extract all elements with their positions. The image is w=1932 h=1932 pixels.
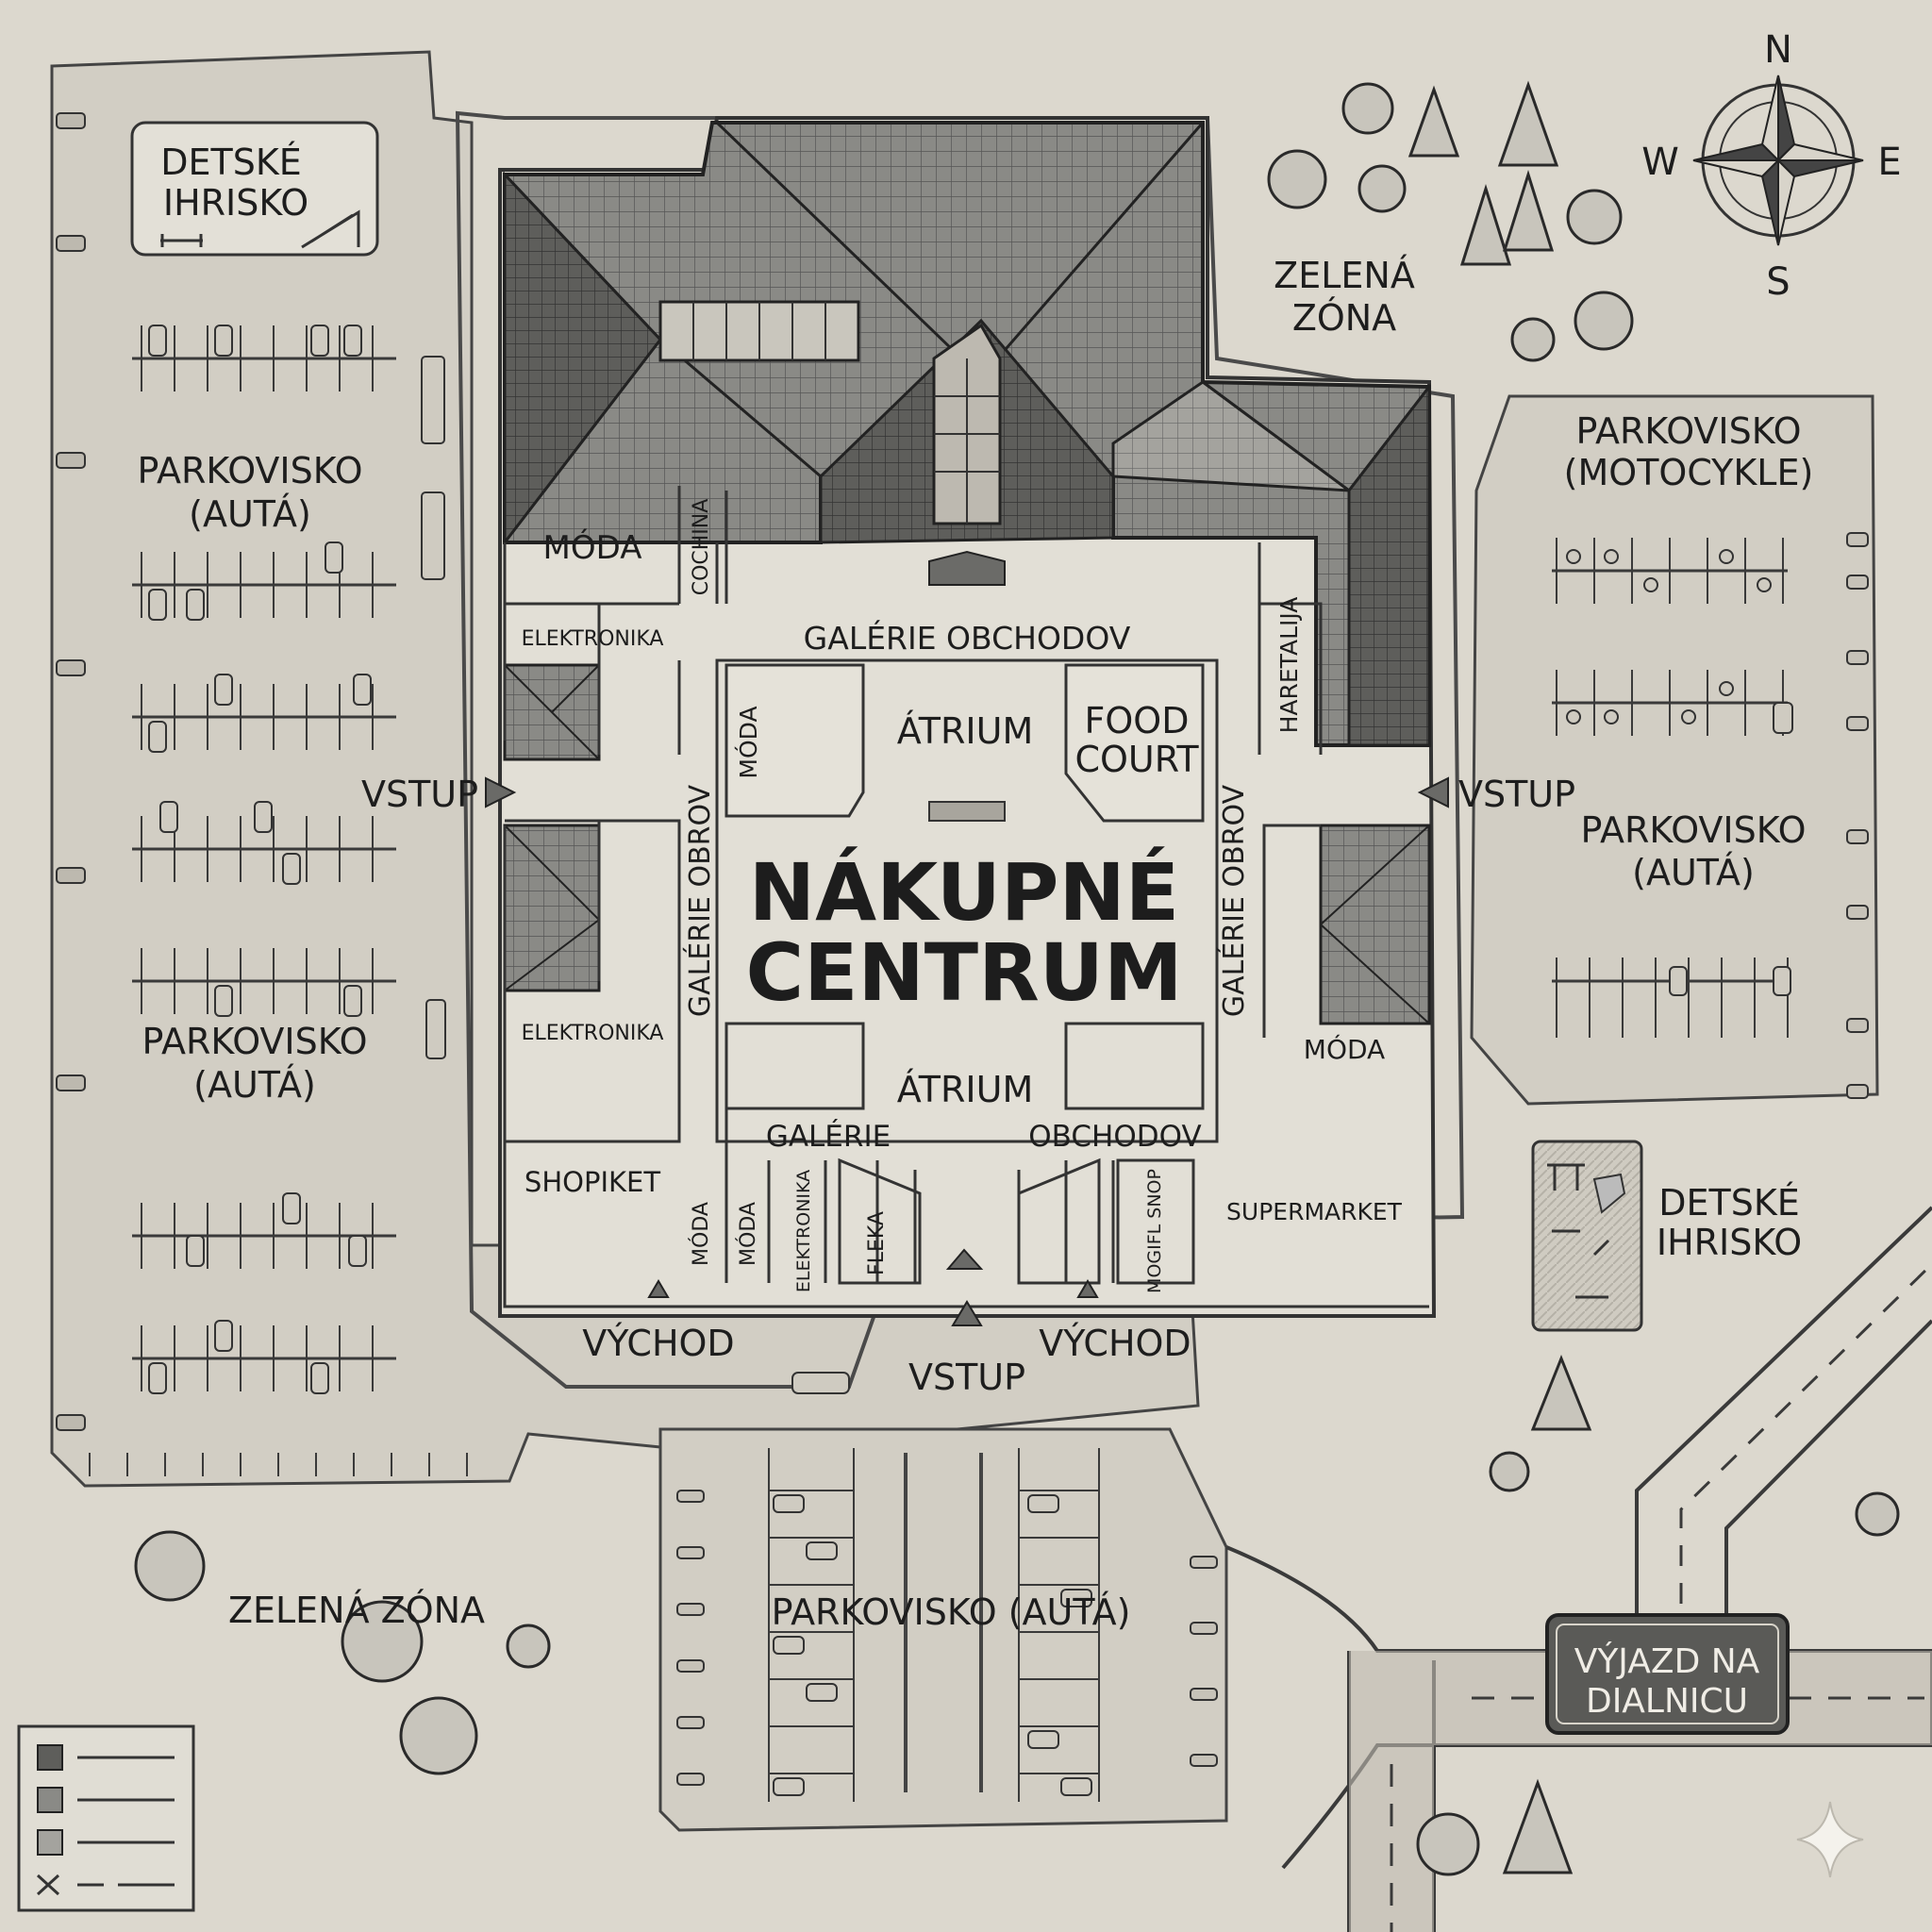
playground-east-label: DETSKÉ xyxy=(1658,1182,1800,1224)
parking-west-2-label: PARKOVISKO xyxy=(142,1021,367,1062)
tools-icon xyxy=(36,1874,60,1896)
green-zone-sw-label: ZELENÁ ZÓNA xyxy=(228,1590,485,1631)
compass-north: N xyxy=(1764,28,1792,72)
playground-east: DETSKÉ IHRISKO xyxy=(1531,1140,1802,1332)
store-cochina: COCHINA xyxy=(690,499,713,596)
store-moda-nw: MÓDA xyxy=(543,528,642,567)
swing-icon xyxy=(1547,1163,1585,1191)
store-haretalija: HARETALIJA xyxy=(1275,597,1303,734)
gallery-south-label-2: OBCHODOV xyxy=(1028,1120,1201,1154)
exit-se-label: VÝCHOD xyxy=(1039,1323,1191,1364)
parking-moto-label: PARKOVISKO xyxy=(1575,410,1801,452)
parking-lot-east xyxy=(1470,394,1879,1106)
parking-east-label-2: (AUTÁ) xyxy=(1632,852,1755,893)
mall-title: NÁKUPNÉ CENTRUM xyxy=(745,846,1182,1019)
playground-nw-label: DETSKÉ xyxy=(160,142,302,183)
parking-west-1-label-2: (AUTÁ) xyxy=(189,493,311,535)
entrance-arrows xyxy=(485,776,1449,1326)
map-legend xyxy=(17,1724,195,1912)
slide-icon-east xyxy=(1592,1173,1626,1214)
sparkle-icon xyxy=(1796,1801,1864,1878)
atrium-north-label: ÁTRIUM xyxy=(897,710,1033,752)
parking-west-1-label: PARKOVISKO xyxy=(137,450,362,491)
playground-nw-label-2: IHRISKO xyxy=(163,182,308,224)
compass-east: E xyxy=(1877,141,1901,184)
interior-labels: ÁTRIUM ÁTRIUM FOOD COURT GALÉRIE OBCHODO… xyxy=(683,619,1251,1154)
seesaw-icon xyxy=(160,234,203,247)
compass-south: S xyxy=(1766,260,1790,304)
exit-sw-label: VÝCHOD xyxy=(582,1323,734,1364)
gallery-west-label: GALÉRIE OBROV xyxy=(683,784,717,1017)
trees-sw xyxy=(134,1530,551,1775)
parking-west-2-label-2: (AUTÁ) xyxy=(193,1064,316,1106)
green-zone-ne-label-2: ZÓNA xyxy=(1292,297,1396,339)
store-supermarket: SUPERMARKET xyxy=(1226,1198,1403,1225)
compass-west: W xyxy=(1641,141,1679,184)
parking-south-label: PARKOVISKO (AUTÁ) xyxy=(772,1591,1131,1633)
zone-labels: ZELENÁ ZÓNA ZELENÁ ZÓNA PARKOVISKO (AUTÁ… xyxy=(137,255,1813,1633)
store-moda-inner: MÓDA xyxy=(734,706,762,778)
store-moda-east: MÓDA xyxy=(1304,1033,1385,1065)
store-mogifl-snop: MOGIFL SNOP xyxy=(1144,1169,1165,1293)
parking-lot-west: DETSKÉ IHRISKO xyxy=(50,50,1200,1488)
gallery-north-label: GALÉRIE OBCHODOV xyxy=(804,619,1131,657)
store-moda-s2: MÓDA xyxy=(736,1202,760,1266)
trees-ne xyxy=(1267,80,1634,362)
highway-sign-line1: VÝJAZD NA xyxy=(1574,1641,1760,1681)
playground-east-label-2: IHRISKO xyxy=(1657,1222,1802,1263)
slide-icon xyxy=(301,209,360,249)
entrance-south-label: VSTUP xyxy=(908,1357,1025,1398)
food-court-label: FOOD xyxy=(1085,700,1190,741)
highway-exit-sign: VÝJAZD NA DIALNICU xyxy=(1545,1613,1790,1735)
food-court-label-2: COURT xyxy=(1074,739,1199,780)
store-shopiket: SHOPIKET xyxy=(525,1166,660,1198)
parking-east-label: PARKOVISKO xyxy=(1580,809,1806,851)
gallery-east-label: GALÉRIE OBROV xyxy=(1217,784,1251,1017)
trees-se xyxy=(1416,1354,1900,1876)
atrium-south-label: ÁTRIUM xyxy=(897,1069,1033,1110)
entrance-east-label: VSTUP xyxy=(1458,774,1575,815)
green-zone-ne-label: ZELENÁ xyxy=(1274,255,1415,296)
mall-building xyxy=(498,116,1437,1318)
store-elektronika-sw: ELEKTRONIKA xyxy=(522,1022,664,1045)
entrance-labels: VSTUP VSTUP VSTUP VÝCHOD VÝCHOD xyxy=(361,774,1575,1398)
compass-rose: N S W E xyxy=(1641,28,1901,304)
entrance-west-label: VSTUP xyxy=(361,774,478,815)
store-elektronika-s: ELEKTRONIKA xyxy=(793,1170,814,1292)
playground-nw: DETSKÉ IHRISKO xyxy=(130,121,379,257)
parking-lot-south xyxy=(658,1372,1228,1832)
store-fleka: FLEKA xyxy=(865,1211,889,1275)
gallery-south-label-1: GALÉRIE xyxy=(766,1120,891,1154)
store-elektronika-nw: ELEKTRONIKA xyxy=(522,627,664,651)
parking-moto-label-2: (MOTOCYKLE) xyxy=(1564,452,1814,493)
highway-sign-line2: DIALNICU xyxy=(1586,1682,1748,1721)
mall-title-line1: NÁKUPNÉ xyxy=(749,846,1179,939)
store-labels: MÓDA COCHINA ELEKTRONIKA MÓDA HARETALIJA… xyxy=(522,499,1403,1293)
mall-title-line2: CENTRUM xyxy=(745,926,1182,1019)
store-moda-s1: MÓDA xyxy=(689,1202,713,1266)
